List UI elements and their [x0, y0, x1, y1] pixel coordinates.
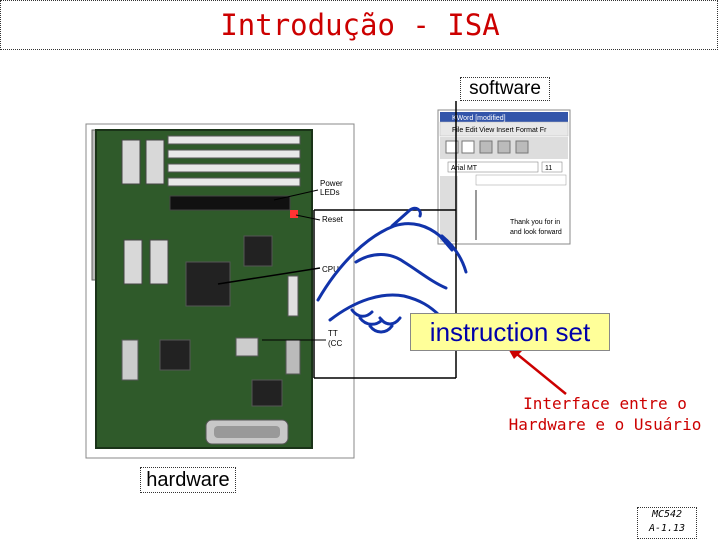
pointer-arrow	[511, 349, 567, 395]
software-label: software	[460, 77, 550, 101]
sw-font-select: Arial MT	[451, 165, 478, 172]
callout-reset: Reset	[322, 215, 344, 224]
callout-power: Power	[320, 179, 343, 188]
course-code: MC542	[651, 509, 683, 520]
svg-text:and look forward: and look forward	[510, 229, 562, 236]
sw-size-select: 11	[545, 165, 552, 172]
slide-number: A-1.13	[648, 523, 686, 534]
svg-text:TT: TT	[328, 329, 338, 338]
svg-text:LEDs: LEDs	[320, 188, 340, 197]
hardware-label: hardware	[140, 467, 236, 493]
cpu-chip	[185, 261, 231, 307]
svg-text:(CC: (CC	[328, 339, 342, 348]
callout-cpu: CPU	[322, 265, 339, 274]
page-title: Introdução - ISA	[220, 8, 500, 42]
slide-footer: MC542 A-1.13	[637, 507, 697, 539]
instruction-set-label: instruction set	[410, 313, 610, 351]
circuit-board	[91, 129, 313, 449]
title-bar	[0, 0, 718, 50]
sw-window-title: KWord [modified]	[452, 115, 506, 122]
svg-text:Thank you for in: Thank you for in	[510, 219, 560, 226]
sw-menu-bar: File Edit View Insert Format Fr	[452, 127, 547, 134]
handshake-icon	[316, 206, 468, 334]
interface-caption: Interface entre o Hardware e o Usuário	[508, 394, 702, 434]
